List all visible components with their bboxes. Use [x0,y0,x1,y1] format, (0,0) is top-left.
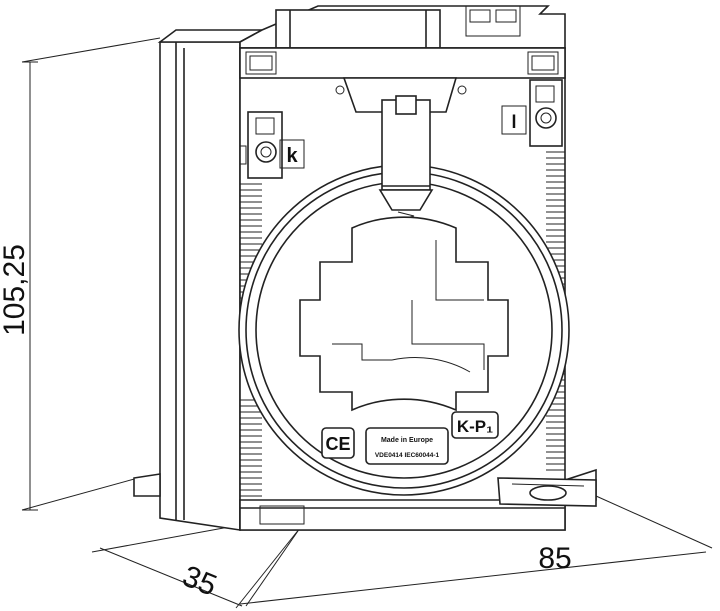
kp-mark: K-P₁ [457,417,493,436]
label-line-1: Made in Europe [381,437,433,444]
ce-mark: CE [325,434,350,454]
depth-value: 35 [178,560,221,603]
markings: CE Made in Europe VDE0414 IEC60044-1 K-P… [321,411,499,465]
width-value: 85 [538,542,571,575]
terminal-l-label: l [511,112,516,132]
height-dimension: 105,25 [0,37,161,511]
top-body [239,5,566,49]
label-line-2: VDE0414 IEC60044-1 [375,452,440,459]
height-value: 105,25 [0,244,31,336]
right-ribs [546,151,565,471]
terminal-l: l [501,79,563,147]
mounting-foot-right [497,477,597,507]
base [239,499,566,531]
terminal-k-label: k [286,145,298,167]
depth-dimension: 35 [91,524,301,609]
conductor-window [299,216,509,412]
width-dimension: 85 [239,495,713,607]
terminal-k: k [239,111,305,179]
